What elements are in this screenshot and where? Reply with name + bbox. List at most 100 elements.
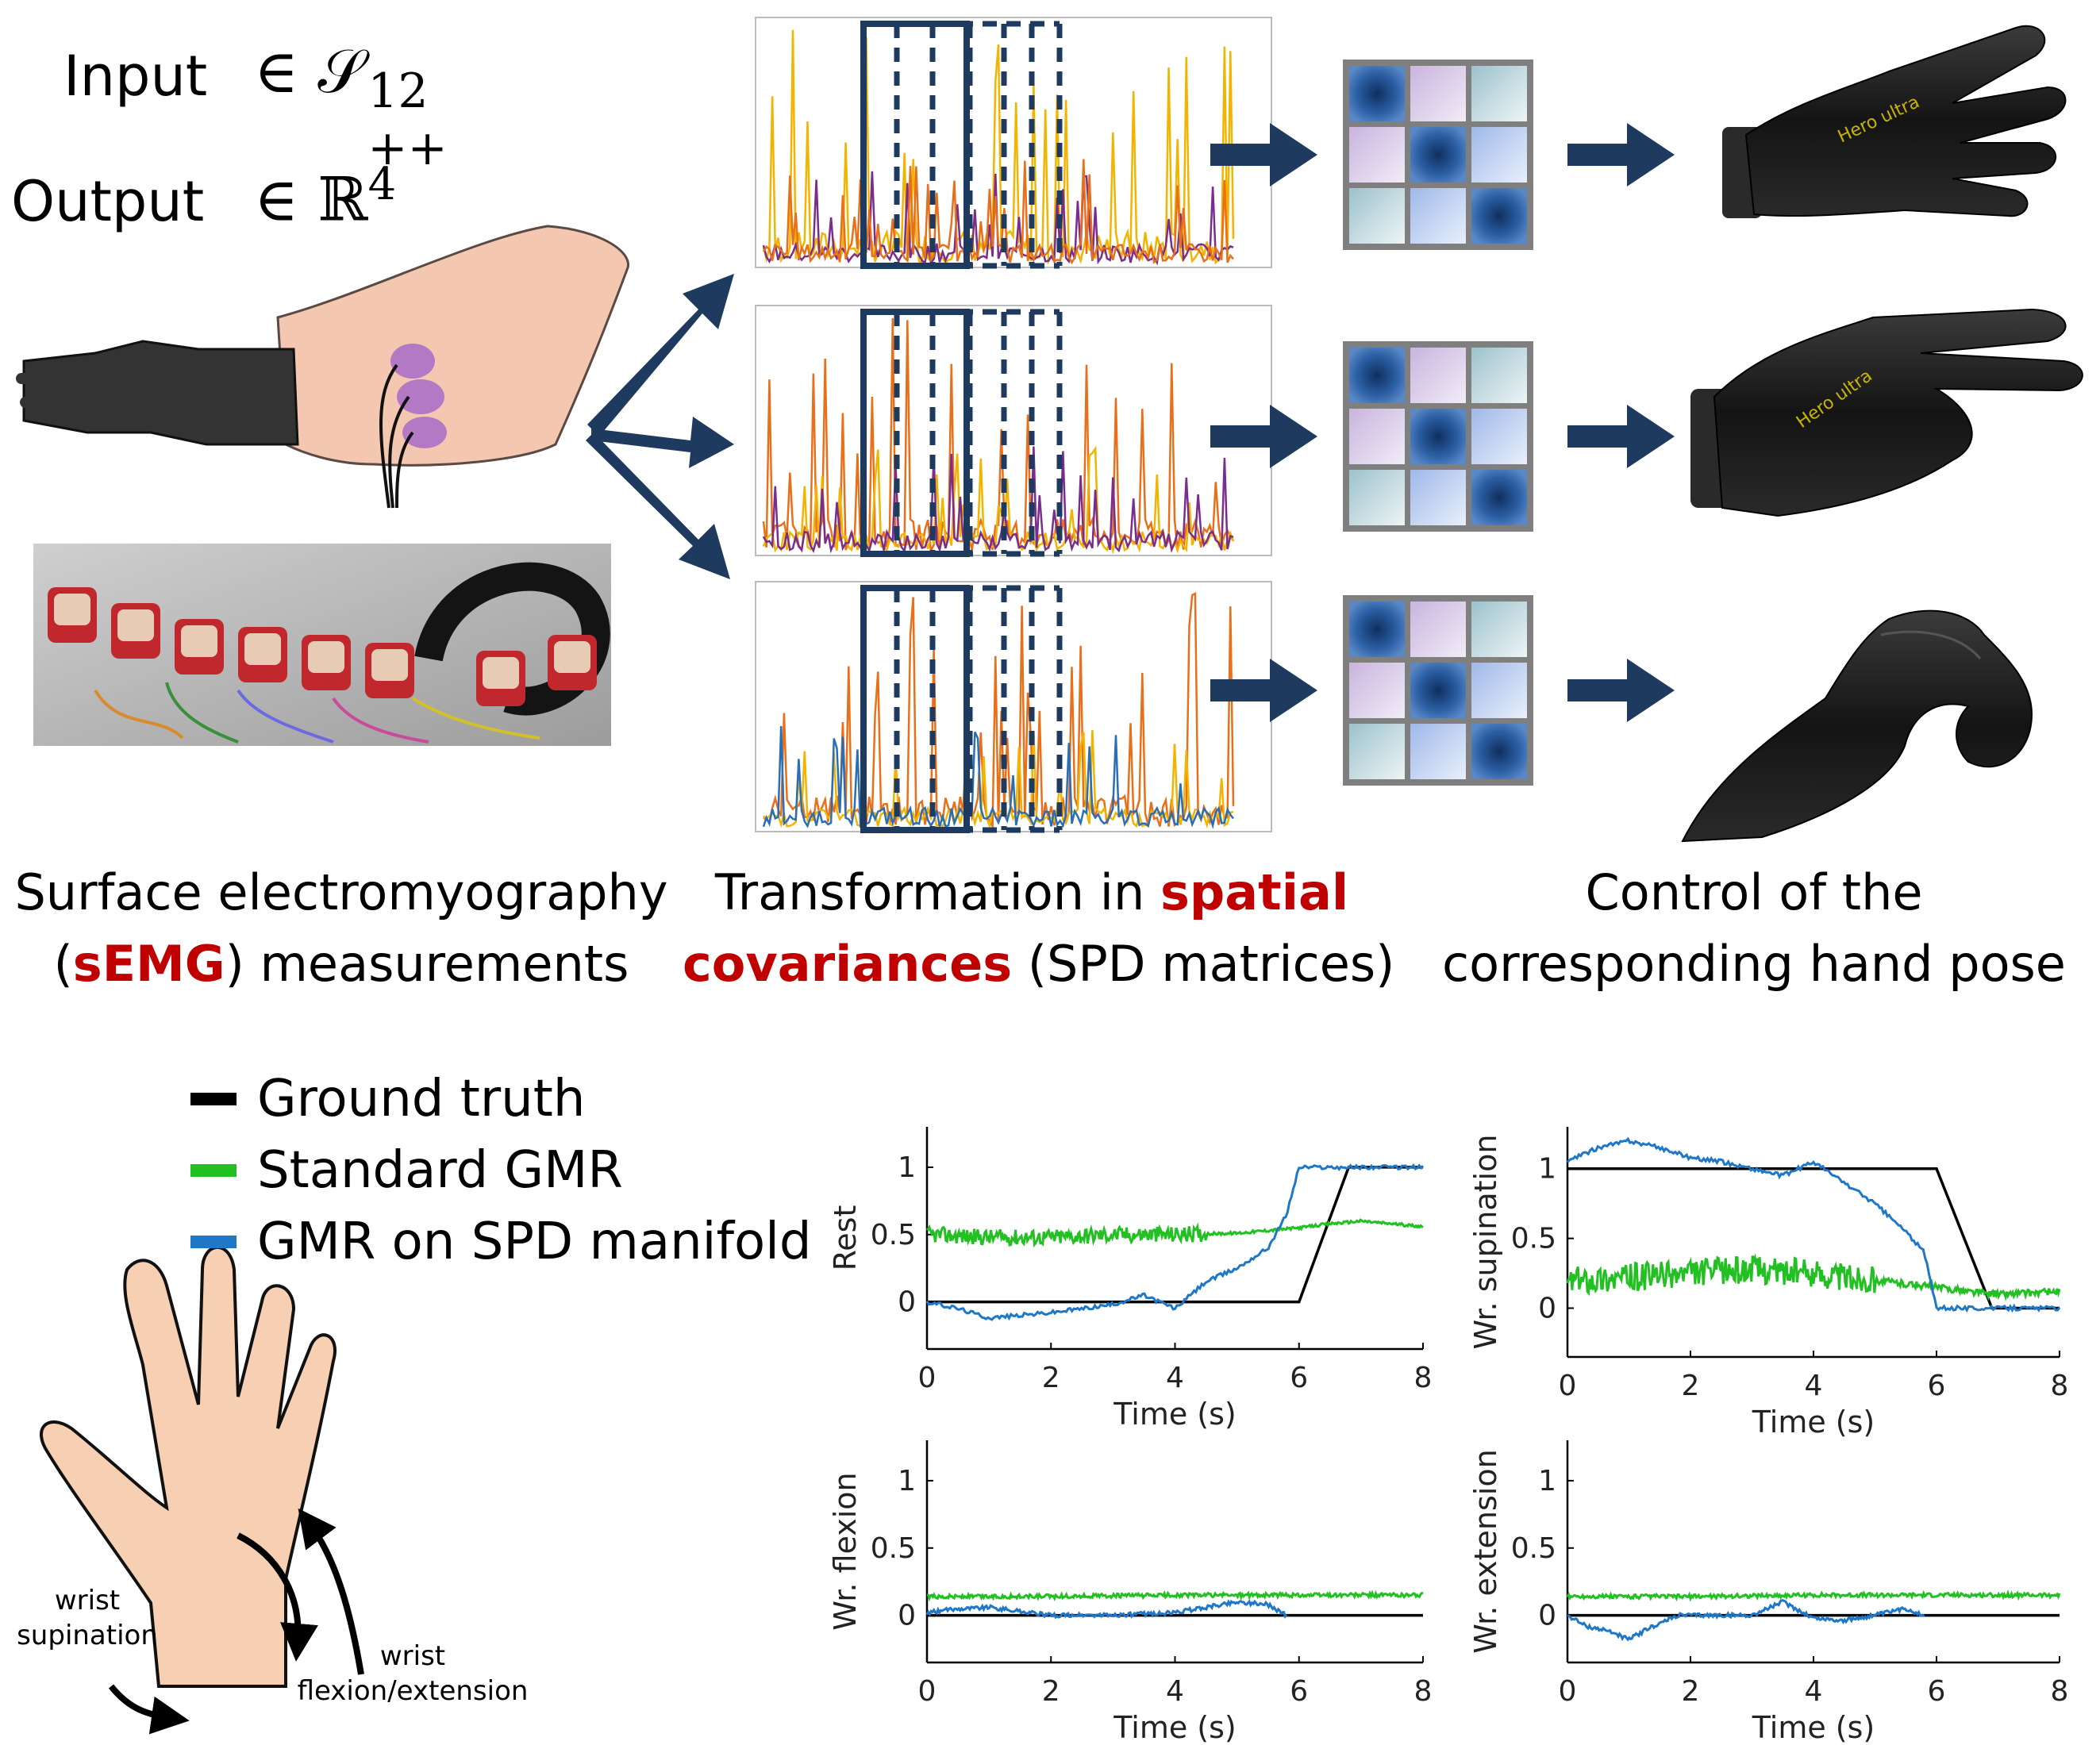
y-tick-label: 1 [1538,1153,1556,1186]
emg-trace [762,29,1235,265]
transform-caption: Transformation in spatial covariances (S… [683,857,1395,1000]
x-tick-label: 8 [2051,1370,2069,1402]
y-tick-label: 0 [898,1286,916,1319]
right-arrow-icon [1567,659,1675,722]
spd-cell [1410,724,1466,779]
x-tick-label: 8 [2051,1675,2069,1708]
y-tick-label: 0.5 [1511,1223,1556,1255]
right-arrow-icon [1210,659,1317,722]
spd-matrices [1210,60,1675,786]
series-line [1566,1253,2061,1301]
electrode-pad [181,625,217,657]
electrode-icon [402,417,447,448]
branch-arrows [586,274,734,579]
spd-cell [1349,188,1405,244]
y-tick-label: 1 [898,1151,916,1184]
spd-cell [1349,663,1405,718]
spd-cell [1410,66,1466,121]
spd-cell [1471,348,1527,403]
transform-highlight-1: spatial [1160,863,1349,921]
legend-label: Standard GMR [257,1141,623,1200]
semg-caption-line2: (sEMG) measurements [53,935,629,993]
x-tick-label: 2 [1042,1675,1060,1708]
spd-cell [1410,348,1466,403]
glove-icon [22,340,299,446]
x-axis-label: Time (s) [1752,1710,1875,1745]
semg-caption: Surface electromyography (sEMG) measurem… [0,857,683,1000]
y-axis-label: Wr. flexion [828,1472,863,1630]
legend-label: Ground truth [257,1070,586,1128]
transform-caption-line2: covariances (SPD matrices) [683,935,1395,993]
y-tick-label: 0 [1538,1292,1556,1324]
spd-cell [1410,127,1466,183]
spd-cell [1349,66,1405,121]
output-expression: ∈ ℝ4 [254,159,396,234]
spd-cell [1471,470,1527,525]
x-tick-label: 0 [918,1362,937,1394]
control-caption-line1: Control of the [1585,863,1923,921]
x-tick-label: 0 [918,1675,937,1708]
flexion-label: wrist flexion/extension [297,1640,529,1707]
output-label: Output [11,169,205,234]
y-tick-label: 0.5 [871,1219,916,1251]
spd-cell [1471,602,1527,657]
electrode-pad [117,609,154,641]
x-tick-label: 4 [1166,1675,1184,1708]
x-tick-label: 8 [1414,1362,1433,1394]
spd-cell [1410,663,1466,718]
supination-label: wrist supination [17,1585,158,1651]
control-caption-line2: corresponding hand pose [1442,935,2066,993]
right-arrow-icon [1567,405,1675,468]
x-tick-label: 6 [1290,1675,1308,1708]
spd-cell [1349,724,1405,779]
x-tick-label: 6 [1928,1370,1946,1402]
wrist-arrows [108,1508,364,1735]
y-tick-label: 0 [898,1600,916,1632]
x-axis-label: Time (s) [1752,1405,1875,1439]
y-axis-label: Wr. extension [1468,1449,1503,1653]
output-dim: 4 [367,159,397,210]
x-tick-label: 0 [1559,1675,1577,1708]
transform-highlight-2: covariances [683,935,1013,993]
legend-label: GMR on SPD manifold [257,1213,812,1271]
electrode-pad [308,641,344,673]
electrode-pad [554,641,590,673]
legend-entry: Ground truth [190,1063,812,1135]
emg-trace [762,726,1234,830]
series-line [925,1599,1288,1620]
x-axis-label: Time (s) [1113,1710,1237,1745]
y-tick-label: 1 [898,1465,916,1497]
x-tick-label: 4 [1166,1362,1184,1394]
x-tick-label: 6 [1928,1675,1946,1708]
spd-cell [1410,470,1466,525]
spd-cell [1349,602,1405,657]
spd-cell [1471,127,1527,183]
spd-cell [1471,188,1527,244]
x-tick-label: 4 [1805,1370,1823,1402]
y-tick-label: 0.5 [1511,1532,1556,1565]
series-line [1567,1167,2060,1310]
robot-hand-3 [1681,609,2033,843]
legend-entry: GMR on SPD manifold [190,1206,812,1278]
input-set-symbol: ∈ 𝒮 [254,36,365,106]
series-line [926,1589,1424,1602]
emg-trace [762,445,1235,555]
series-line [1566,1589,2061,1602]
arm-illustration [16,225,629,509]
x-tick-label: 2 [1682,1370,1700,1402]
legend-swatch [190,1164,237,1177]
series-line [1566,1136,2061,1313]
emg-trace [762,159,1234,265]
spd-cell [1410,188,1466,244]
x-tick-label: 2 [1042,1362,1060,1394]
control-caption: Control of the corresponding hand pose [1413,857,2095,1000]
spd-cell [1410,409,1466,464]
right-arrow-icon [1567,123,1675,186]
x-tick-label: 8 [1414,1675,1433,1708]
right-arrow-icon [1210,405,1317,468]
robot-hand-1: Hero ultra [1722,25,2067,218]
electrode-pad [483,657,519,689]
series-line [1567,1599,1925,1642]
